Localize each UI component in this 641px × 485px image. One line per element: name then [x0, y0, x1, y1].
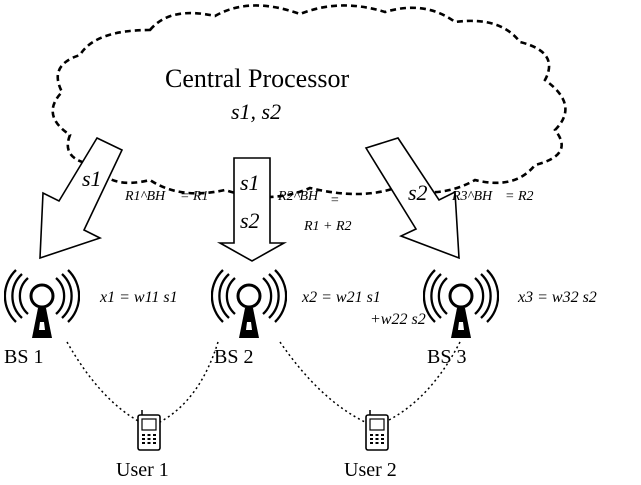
antenna-tower-icon: [423, 269, 499, 338]
bs1-label: BS 1: [4, 346, 44, 368]
arrow3-symbol: s2: [408, 180, 428, 205]
user2-label: User 2: [344, 459, 397, 481]
bs1-signal: x1 = w11 s1: [100, 289, 178, 306]
bs2-signal-line2: +w22 s2: [370, 311, 426, 328]
bs3-signal: x3 = w32 s2: [518, 289, 597, 306]
arrow2-rate-rhs-line2: R1 + R2: [304, 219, 352, 234]
bs3-label: BS 3: [427, 346, 467, 368]
arrow1-rate-rhs: = R1: [180, 189, 209, 204]
arrow2-rate-rhs-line1: =: [330, 193, 340, 208]
arrow2-rate-lhs: R2^BH: [278, 189, 319, 204]
cloud-icon: [51, 4, 567, 199]
bs2-label: BS 2: [214, 346, 254, 368]
cloud-symbols: s1, s2: [231, 99, 282, 124]
bs2-signal-line1: x2 = w21 s1: [302, 289, 381, 306]
arrow1-rate-lhs: R1^BH: [125, 189, 166, 204]
antenna-tower-icon: [211, 269, 287, 338]
wireless-links: [66, 341, 461, 423]
mobile-phone-icon: [365, 410, 389, 451]
user1-label: User 1: [116, 459, 169, 481]
arrow-icon: [364, 137, 460, 260]
mobile-phone-icon: [137, 410, 161, 451]
arrow2-symbol-top: s1: [240, 170, 260, 195]
arrow-icon: [216, 157, 288, 262]
arrow3-rate-rhs: = R2: [505, 189, 534, 204]
arrow1-symbol: s1: [82, 166, 102, 191]
arrow-icon: [39, 136, 124, 260]
arrow3-rate-lhs: R3^BH: [452, 189, 493, 204]
central-processor-title: Central Processor: [165, 64, 350, 93]
antenna-tower-icon: [4, 269, 80, 338]
arrow2-symbol-bottom: s2: [240, 208, 260, 233]
